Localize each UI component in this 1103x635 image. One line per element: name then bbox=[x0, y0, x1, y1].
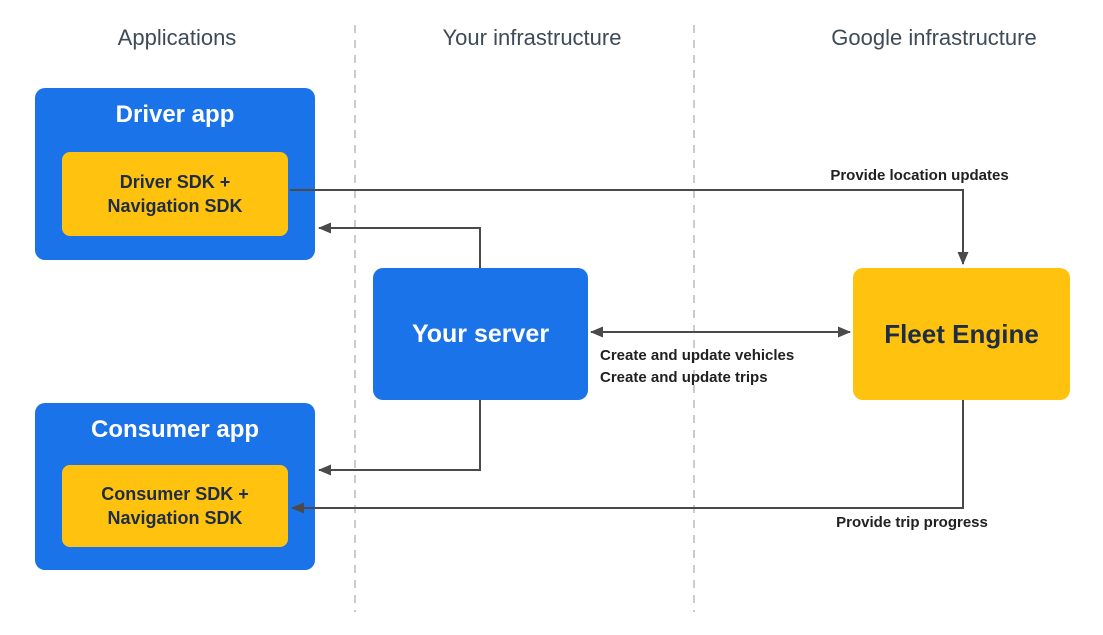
driver-sdk-line2: Navigation SDK bbox=[107, 196, 243, 216]
your-server-title: Your server bbox=[411, 319, 550, 348]
your-server-node: Your server bbox=[373, 268, 588, 400]
label-create-update-vehicles: Create and update vehicles bbox=[600, 347, 795, 364]
consumer-app-title: Consumer app bbox=[90, 416, 260, 443]
arrow-server-to-driver-app bbox=[318, 222, 481, 268]
consumer-sdk-line1: Consumer SDK + bbox=[101, 483, 249, 504]
fleet-engine-node: Fleet Engine bbox=[853, 268, 1070, 400]
column-header-applications: Applications bbox=[117, 25, 237, 50]
arrow-location-updates bbox=[290, 189, 969, 265]
arrow-trip-progress bbox=[291, 400, 964, 514]
driver-sdk-line1: Driver SDK + bbox=[119, 171, 231, 192]
column-header-google-infrastructure: Google infrastructure bbox=[831, 25, 1037, 50]
fleet-engine-title: Fleet Engine bbox=[884, 318, 1039, 349]
label-provide-location-updates: Provide location updates bbox=[830, 167, 1009, 184]
label-provide-trip-progress: Provide trip progress bbox=[836, 514, 988, 531]
driver-app-node: Driver app Driver SDK + Navigation SDK bbox=[35, 88, 315, 260]
driver-app-title: Driver app bbox=[115, 101, 235, 128]
consumer-sdk-node: Consumer SDK + Navigation SDK bbox=[62, 465, 288, 547]
column-header-your-infrastructure: Your infrastructure bbox=[442, 25, 622, 50]
label-create-update-trips: Create and update trips bbox=[600, 369, 768, 386]
consumer-sdk-line2: Navigation SDK bbox=[107, 508, 243, 528]
driver-sdk-node: Driver SDK + Navigation SDK bbox=[62, 152, 288, 236]
arrow-server-to-consumer-app bbox=[318, 400, 481, 476]
consumer-app-node: Consumer app Consumer SDK + Navigation S… bbox=[35, 403, 315, 570]
